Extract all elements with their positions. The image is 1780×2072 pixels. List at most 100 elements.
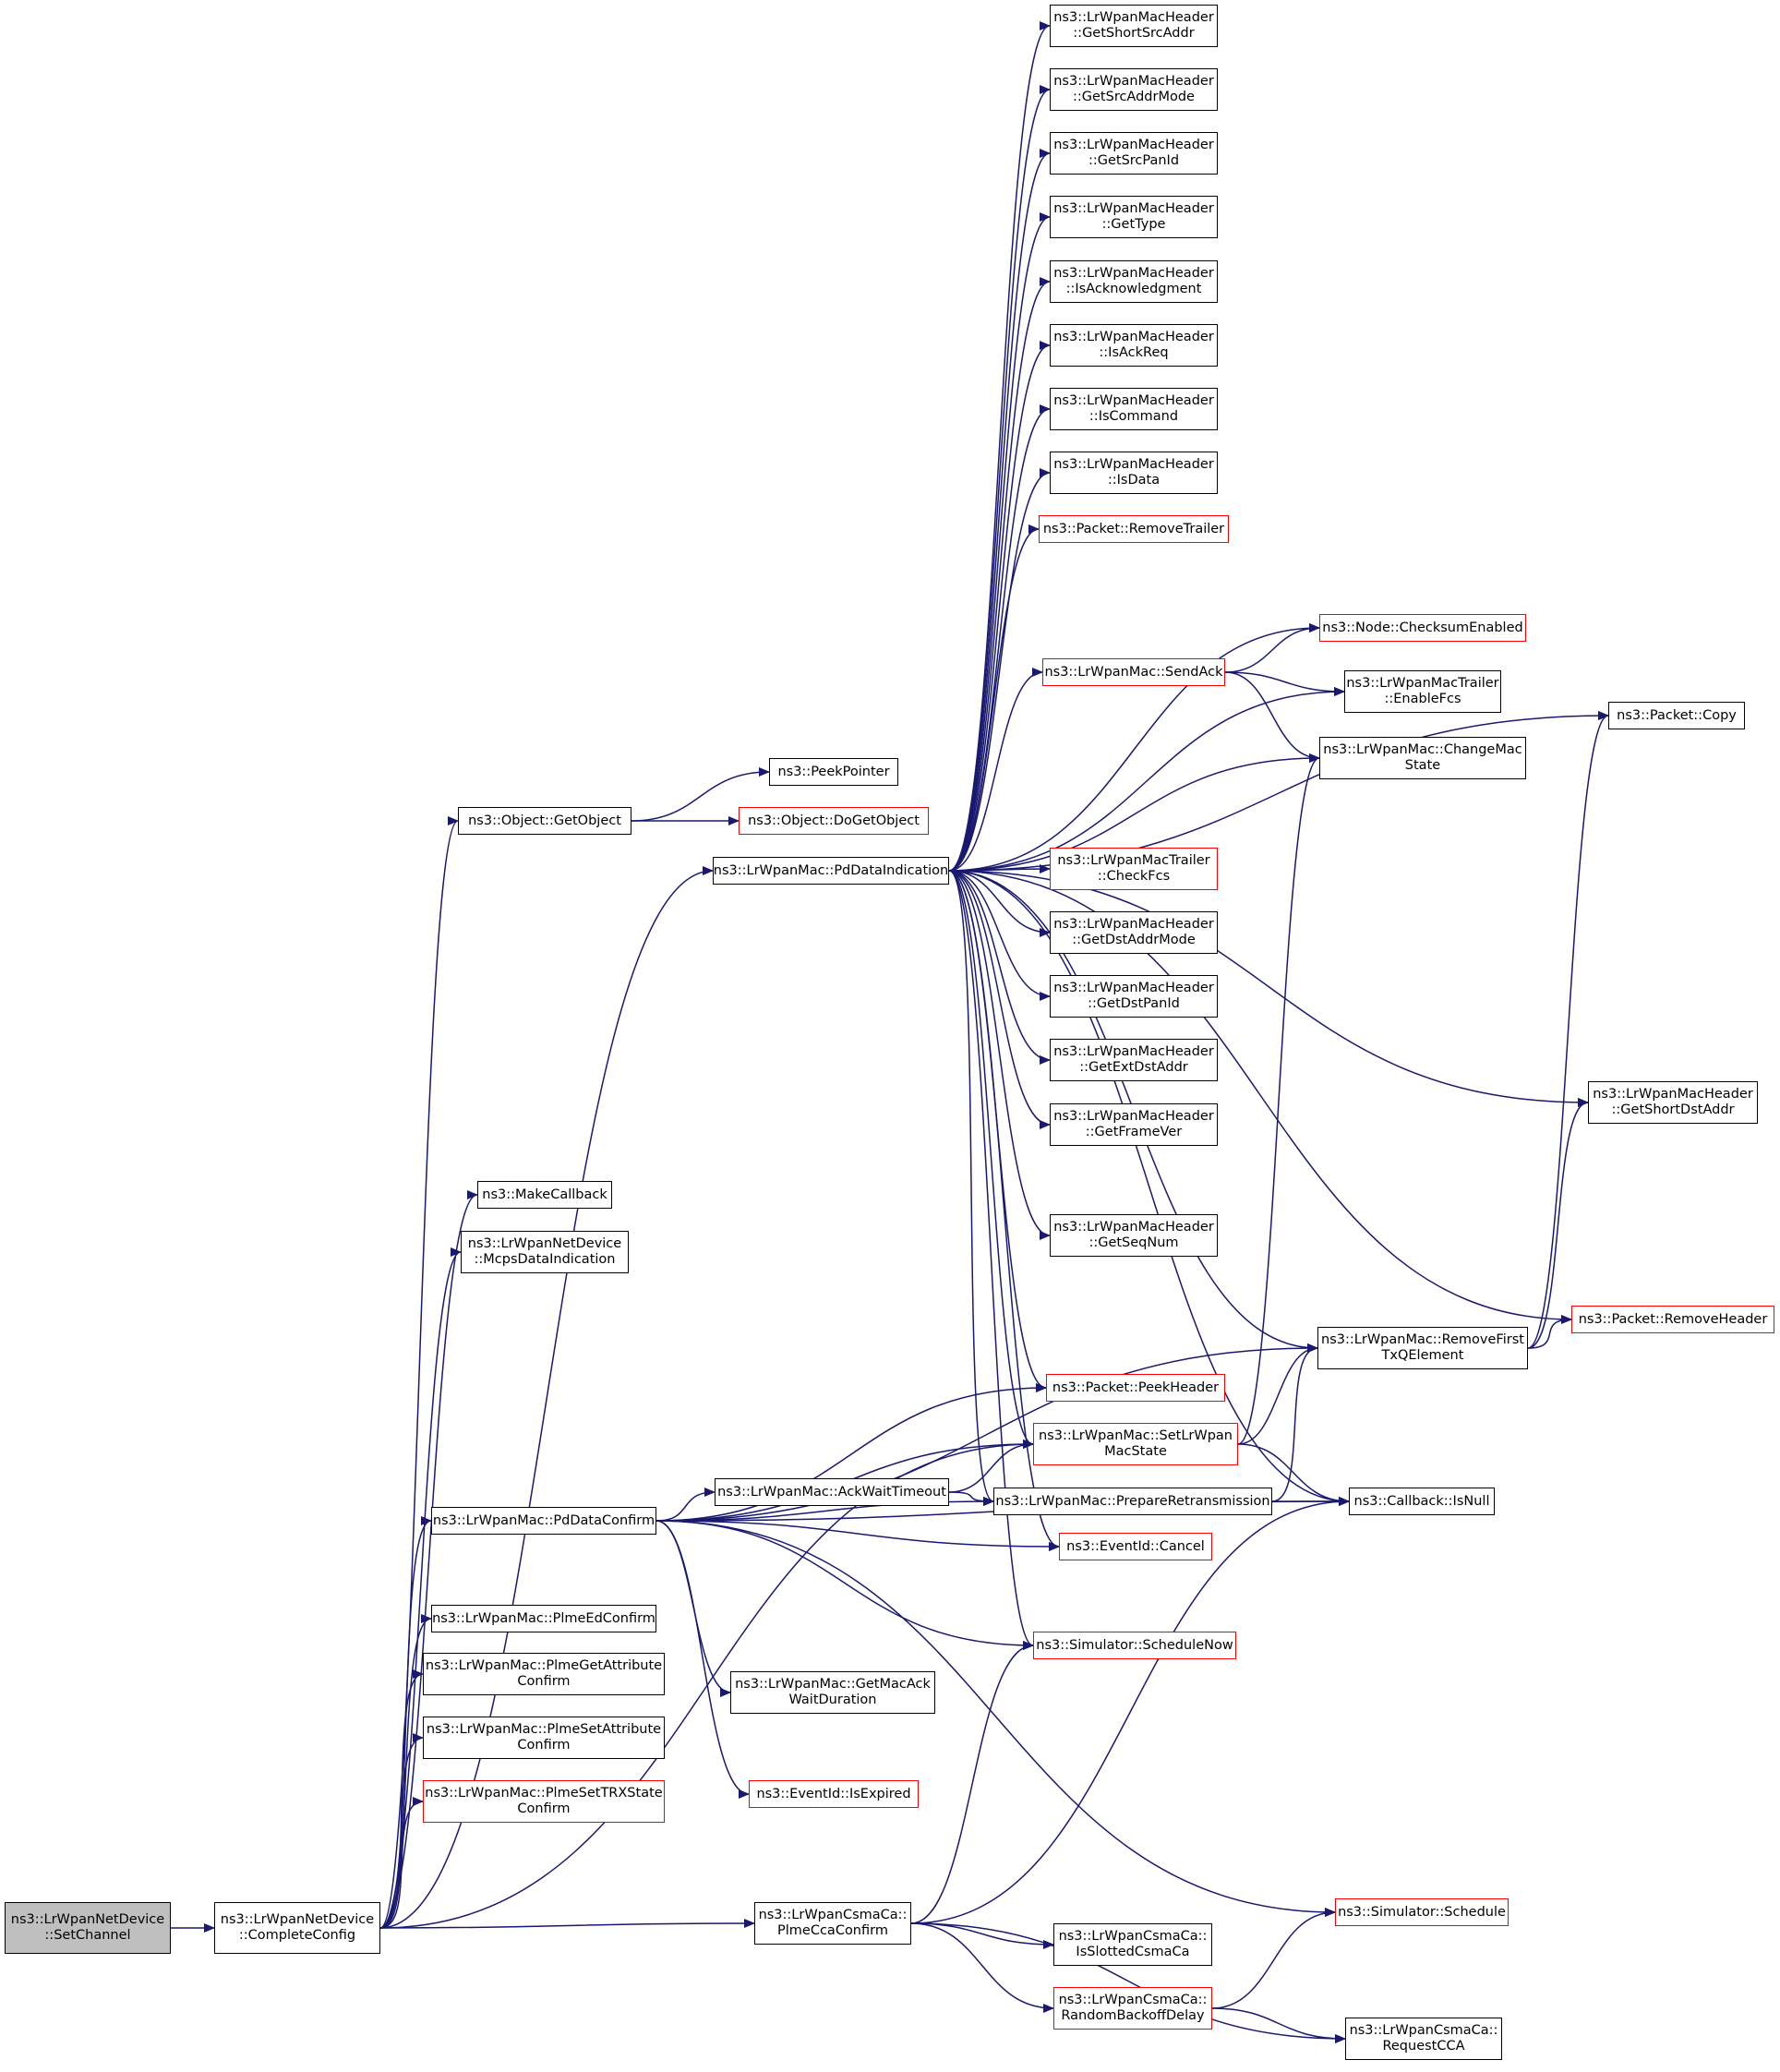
edge-pddataindication-to-getsrcpanid xyxy=(948,149,1051,872)
node-setlrwpanmacstate[interactable]: ns3::LrWpanMac::SetLrWpan MacState xyxy=(1033,1423,1238,1465)
node-eventidcancel[interactable]: ns3::EventId::Cancel xyxy=(1059,1533,1212,1560)
node-gettype[interactable]: ns3::LrWpanMacHeader ::GetType xyxy=(1050,196,1218,238)
node-label: ns3::LrWpanMacHeader ::IsData xyxy=(1053,457,1214,488)
node-label: ns3::LrWpanMac::AckWaitTimeout xyxy=(717,1484,946,1500)
node-isacknowledgment[interactable]: ns3::LrWpanMacHeader ::IsAcknowledgment xyxy=(1050,260,1218,303)
edge-pddataindication-to-removetrailer xyxy=(948,524,1040,872)
node-label: ns3::LrWpanCsmaCa:: IsSlottedCsmaCa xyxy=(1058,1929,1208,1959)
node-label: ns3::EventId::Cancel xyxy=(1066,1538,1205,1554)
node-getframever[interactable]: ns3::LrWpanMacHeader ::GetFrameVer xyxy=(1050,1103,1218,1146)
node-peekheader[interactable]: ns3::Packet::PeekHeader xyxy=(1046,1374,1225,1402)
node-callbackisnull[interactable]: ns3::Callback::IsNull xyxy=(1349,1488,1495,1515)
node-prepareretransmission[interactable]: ns3::LrWpanMac::PrepareRetransmission xyxy=(993,1488,1272,1515)
node-changemacstate[interactable]: ns3::LrWpanMac::ChangeMac State xyxy=(1319,737,1526,779)
node-eventidisexpired[interactable]: ns3::EventId::IsExpired xyxy=(749,1780,919,1808)
edge-pddataindication-to-checksumenabled xyxy=(948,623,1320,872)
edge-sendack-to-changemacstate xyxy=(1224,671,1320,763)
node-label: ns3::LrWpanMacHeader ::IsAcknowledgment xyxy=(1053,266,1214,296)
node-getobject[interactable]: ns3::Object::GetObject xyxy=(458,807,631,835)
node-checksumenabled[interactable]: ns3::Node::ChecksumEnabled xyxy=(1319,614,1526,642)
edge-pddataconfirm-to-eventidcancel xyxy=(655,1520,1060,1551)
edge-plmeccaconfirm-to-randombackoffdelay xyxy=(910,1922,1054,2013)
node-label: ns3::LrWpanCsmaCa:: PlmeCcaConfirm xyxy=(758,1908,908,1938)
node-plmesettrx[interactable]: ns3::LrWpanMac::PlmeSetTRXState Confirm xyxy=(423,1780,665,1823)
node-pddataconfirm[interactable]: ns3::LrWpanMac::PdDataConfirm xyxy=(431,1507,656,1535)
edge-pddataindication-to-isdata xyxy=(948,468,1051,872)
node-removefirsttxq[interactable]: ns3::LrWpanMac::RemoveFirst TxQElement xyxy=(1317,1327,1528,1369)
node-label: ns3::LrWpanCsmaCa:: RandomBackoffDelay xyxy=(1058,1993,1208,2023)
edge-pddataindication-to-getsrcaddrmode xyxy=(948,85,1051,872)
node-label: ns3::Object::DoGetObject xyxy=(748,813,920,828)
node-plmeccaconfirm[interactable]: ns3::LrWpanCsmaCa:: PlmeCcaConfirm xyxy=(754,1902,911,1945)
edge-pddataindication-to-getdstpanid xyxy=(948,870,1051,1001)
node-packetcopy[interactable]: ns3::Packet::Copy xyxy=(1608,702,1745,729)
edge-sendack-to-enablefcs xyxy=(1224,671,1345,696)
node-isackreq[interactable]: ns3::LrWpanMacHeader ::IsAckReq xyxy=(1050,324,1218,367)
node-mcpsdataindication[interactable]: ns3::LrWpanNetDevice ::McpsDataIndicatio… xyxy=(461,1231,629,1273)
node-label: ns3::Simulator::Schedule xyxy=(1338,1904,1506,1920)
node-label: ns3::LrWpanNetDevice ::SetChannel xyxy=(10,1912,165,1943)
edge-ackwaittimeout-to-setlrwpanmacstate xyxy=(948,1440,1034,1493)
edge-removefirsttxq-to-getshortdstaddr xyxy=(1527,1098,1589,1349)
edge-completeconfig-to-plmegetattr xyxy=(379,1669,424,1929)
node-isslottedcsmaca[interactable]: ns3::LrWpanCsmaCa:: IsSlottedCsmaCa xyxy=(1053,1923,1212,1966)
node-completeconfig[interactable]: ns3::LrWpanNetDevice ::CompleteConfig xyxy=(214,1902,380,1954)
edge-completeconfig-to-pddataindication xyxy=(379,866,714,1929)
node-removetrailer[interactable]: ns3::Packet::RemoveTrailer xyxy=(1039,515,1229,543)
node-label: ns3::LrWpanMac::GetMacAck WaitDuration xyxy=(735,1677,931,1707)
node-plmegetattr[interactable]: ns3::LrWpanMac::PlmeGetAttribute Confirm xyxy=(423,1653,665,1695)
node-isdata[interactable]: ns3::LrWpanMacHeader ::IsData xyxy=(1050,452,1218,494)
edge-pddataconfirm-to-schedulenow xyxy=(655,1520,1034,1650)
node-dogetobject[interactable]: ns3::Object::DoGetObject xyxy=(739,807,929,835)
node-label: ns3::LrWpanMacHeader ::GetExtDstAddr xyxy=(1053,1044,1214,1075)
edge-pddataindication-to-callbackisnull xyxy=(948,870,1350,1506)
node-label: ns3::Callback::IsNull xyxy=(1353,1493,1490,1509)
node-getseqnum[interactable]: ns3::LrWpanMacHeader ::GetSeqNum xyxy=(1050,1214,1218,1257)
edge-randombackoffdelay-to-simulatorschedule xyxy=(1211,1908,1336,2009)
node-getsrcaddrmode[interactable]: ns3::LrWpanMacHeader ::GetSrcAddrMode xyxy=(1050,68,1218,111)
node-plmesetattr[interactable]: ns3::LrWpanMac::PlmeSetAttribute Confirm xyxy=(423,1717,665,1759)
node-label: ns3::Packet::Copy xyxy=(1617,707,1737,723)
node-checkfcs[interactable]: ns3::LrWpanMacTrailer ::CheckFcs xyxy=(1050,848,1218,890)
node-makecallback[interactable]: ns3::MakeCallback xyxy=(477,1181,612,1209)
node-iscommand[interactable]: ns3::LrWpanMacHeader ::IsCommand xyxy=(1050,388,1218,430)
node-label: ns3::LrWpanMacHeader ::GetSeqNum xyxy=(1053,1220,1214,1250)
node-label: ns3::LrWpanMacHeader ::IsAckReq xyxy=(1053,330,1214,360)
node-label: ns3::LrWpanMac::SendAck xyxy=(1044,664,1223,680)
edge-completeconfig-to-plmesettrx xyxy=(379,1797,424,1929)
node-schedulenow[interactable]: ns3::Simulator::ScheduleNow xyxy=(1033,1632,1236,1659)
edge-pddataindication-to-getshortdstaddr xyxy=(948,870,1589,1107)
edge-prepareretransmission-to-removefirsttxq xyxy=(1271,1343,1318,1502)
node-enablefcs[interactable]: ns3::LrWpanMacTrailer ::EnableFcs xyxy=(1344,670,1501,713)
edge-setlrwpanmacstate-to-callbackisnull xyxy=(1237,1443,1350,1506)
node-peekpointer[interactable]: ns3::PeekPointer xyxy=(769,758,898,786)
node-requestcca[interactable]: ns3::LrWpanCsmaCa:: RequestCCA xyxy=(1345,2018,1502,2060)
node-getdstpanid[interactable]: ns3::LrWpanMacHeader ::GetDstPanId xyxy=(1050,975,1218,1018)
edge-pddataconfirm-to-ackwaittimeout xyxy=(655,1488,716,1522)
node-label: ns3::LrWpanMacHeader ::GetType xyxy=(1053,201,1214,232)
node-plmeedconfirm[interactable]: ns3::LrWpanMac::PlmeEdConfirm xyxy=(431,1605,656,1632)
node-getshortdstaddr[interactable]: ns3::LrWpanMacHeader ::GetShortDstAddr xyxy=(1588,1081,1758,1124)
node-getmacackwaitduration[interactable]: ns3::LrWpanMac::GetMacAck WaitDuration xyxy=(730,1671,935,1714)
node-label: ns3::LrWpanMac::PdDataConfirm xyxy=(432,1512,655,1528)
node-randombackoffdelay[interactable]: ns3::LrWpanCsmaCa:: RandomBackoffDelay xyxy=(1053,1987,1212,2030)
node-getextdstaddr[interactable]: ns3::LrWpanMacHeader ::GetExtDstAddr xyxy=(1050,1039,1218,1081)
node-pddataindication[interactable]: ns3::LrWpanMac::PdDataIndication xyxy=(713,857,949,885)
edge-completeconfig-to-plmeccaconfirm xyxy=(379,1919,755,1929)
edge-setlrwpanmacstate-to-changemacstate xyxy=(1237,753,1320,1445)
edge-pddataindication-to-schedulenow xyxy=(948,870,1034,1650)
node-getshortsrcaddr[interactable]: ns3::LrWpanMacHeader ::GetShortSrcAddr xyxy=(1050,5,1218,47)
node-setchannel[interactable]: ns3::LrWpanNetDevice ::SetChannel xyxy=(5,1902,171,1954)
node-label: ns3::LrWpanNetDevice ::CompleteConfig xyxy=(220,1912,375,1943)
edge-sendack-to-checksumenabled xyxy=(1224,623,1320,673)
edge-plmeccaconfirm-to-callbackisnull xyxy=(910,1497,1350,1924)
node-getdstaddrmode[interactable]: ns3::LrWpanMacHeader ::GetDstAddrMode xyxy=(1050,911,1218,954)
node-sendack[interactable]: ns3::LrWpanMac::SendAck xyxy=(1042,658,1225,686)
edge-completeconfig-to-plmesetattr xyxy=(379,1733,424,1929)
node-simulatorschedule[interactable]: ns3::Simulator::Schedule xyxy=(1335,1898,1509,1926)
node-removeheader[interactable]: ns3::Packet::RemoveHeader xyxy=(1571,1306,1774,1333)
node-label: ns3::MakeCallback xyxy=(482,1187,607,1202)
node-getsrcpanid[interactable]: ns3::LrWpanMacHeader ::GetSrcPanId xyxy=(1050,132,1218,175)
node-ackwaittimeout[interactable]: ns3::LrWpanMac::AckWaitTimeout xyxy=(715,1478,949,1506)
node-label: ns3::LrWpanMac::PlmeSetTRXState Confirm xyxy=(425,1786,663,1816)
